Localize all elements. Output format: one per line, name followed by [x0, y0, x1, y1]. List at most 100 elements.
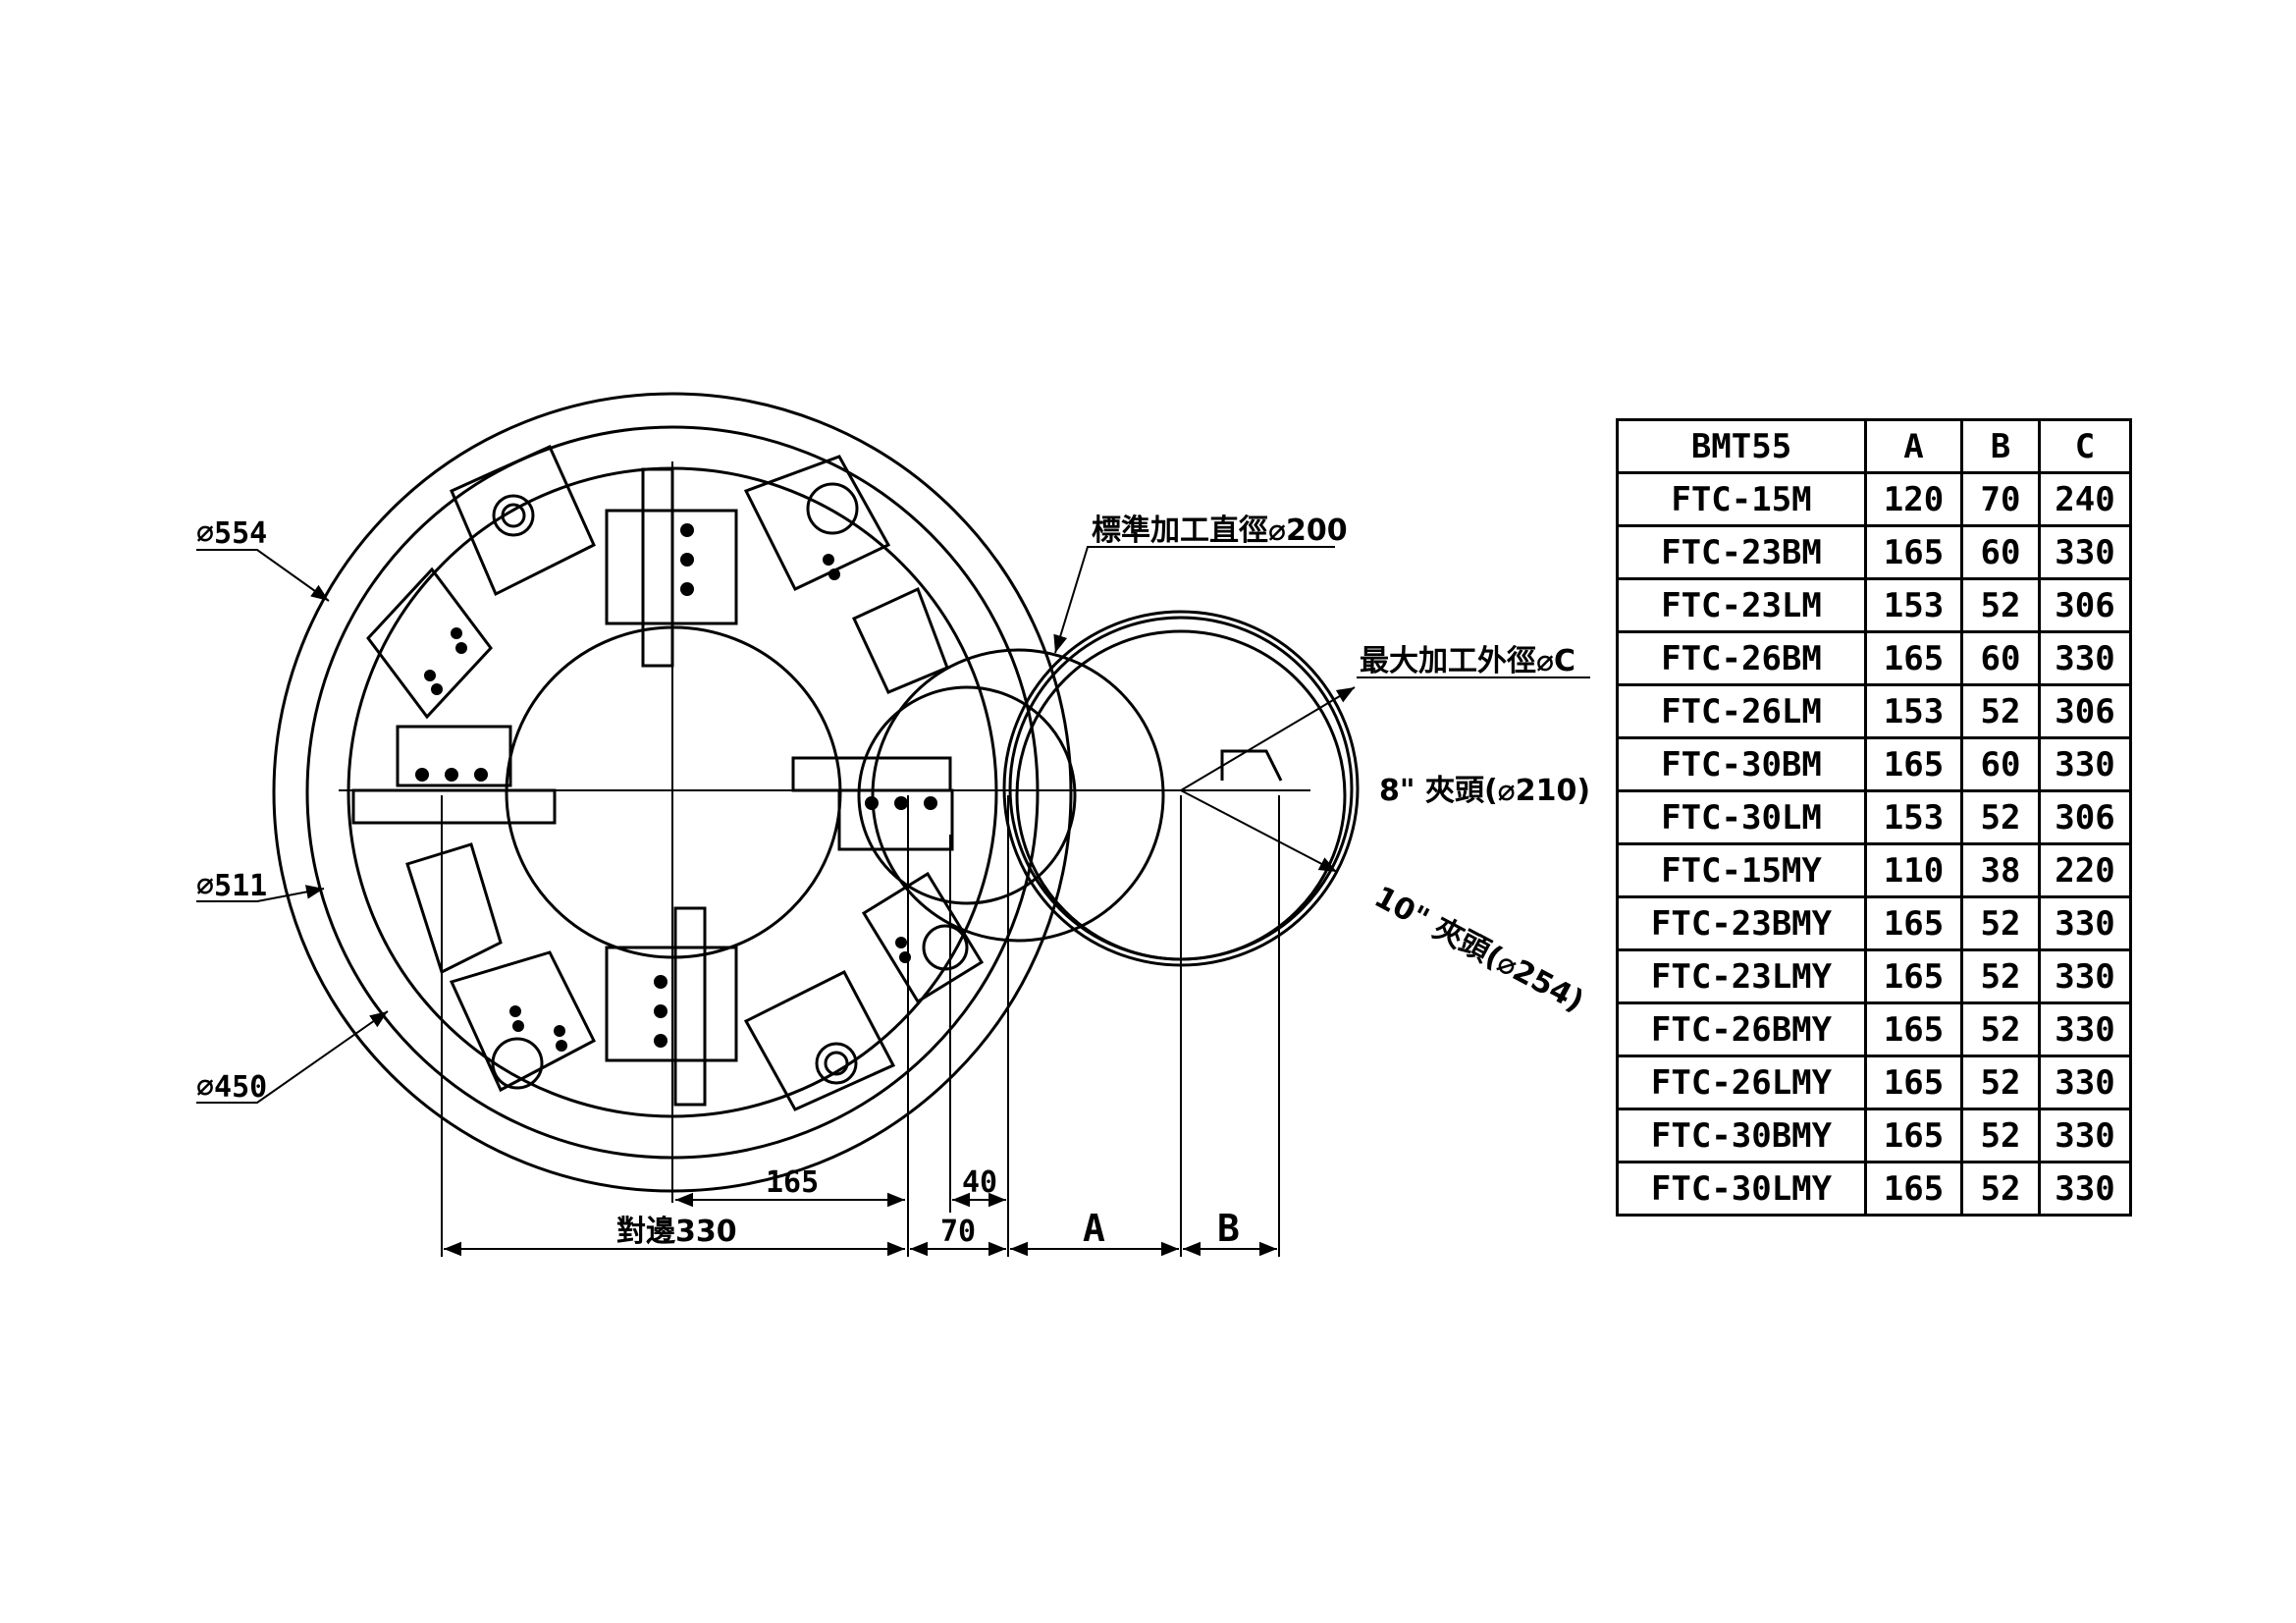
- table-cell: 52: [1960, 1108, 2041, 1163]
- table-cell: 52: [1960, 683, 2041, 739]
- leader-dia-511: [196, 885, 325, 902]
- table-cell: FTC-15MY: [1616, 842, 1867, 898]
- table-cell: FTC-23BMY: [1616, 895, 1867, 951]
- table-cell: 60: [1960, 524, 2041, 580]
- bolt: [512, 1020, 524, 1032]
- bolt: [828, 568, 840, 580]
- table-cell: 220: [2038, 842, 2132, 898]
- leader-dia-450: [196, 1010, 389, 1104]
- table-cell: 60: [1960, 736, 2041, 792]
- table-cell: 165: [1864, 1055, 1963, 1110]
- table-cell: 60: [1960, 630, 2041, 686]
- table-cell: 306: [2038, 577, 2132, 633]
- bolt-circle: [815, 1042, 858, 1085]
- table-cell: 52: [1960, 577, 2041, 633]
- label-dim-165: 165: [766, 1165, 819, 1200]
- table-cell: 306: [2038, 683, 2132, 739]
- table-header-cell: B: [1960, 418, 2041, 474]
- bolt: [445, 768, 458, 782]
- table-cell: FTC-26BMY: [1616, 1001, 1867, 1057]
- bolt: [924, 796, 937, 810]
- table-cell: 52: [1960, 895, 2041, 951]
- table-cell: 330: [2038, 1161, 2132, 1217]
- label-chuck-8in: 8" 夾頭(⌀210): [1379, 774, 1590, 808]
- holder-lower-right: [743, 970, 896, 1111]
- radius-line-lower: [1180, 789, 1338, 873]
- tool-bar-left: [351, 788, 557, 825]
- label-dia-450: ⌀450: [196, 1070, 267, 1105]
- table-cell: 330: [2038, 524, 2132, 580]
- bolt-circle: [824, 1051, 849, 1076]
- bolt-circle: [492, 494, 535, 537]
- label-dia-511: ⌀511: [196, 869, 267, 903]
- table-cell: FTC-30BM: [1616, 736, 1867, 792]
- table-cell: 330: [2038, 1055, 2132, 1110]
- table-cell: 165: [1864, 1001, 1963, 1057]
- table-cell: FTC-15M: [1616, 471, 1867, 527]
- table-cell: 52: [1960, 1055, 2041, 1110]
- label-chuck-10in: 10" 夾頭(⌀254): [1368, 880, 1589, 1019]
- hole-circle: [806, 482, 859, 535]
- bolt: [823, 554, 834, 566]
- radius-line-upper: [1180, 686, 1356, 791]
- label-dim-A: A: [1083, 1207, 1105, 1250]
- hole-circle: [922, 924, 969, 971]
- table-cell: 165: [1864, 948, 1963, 1004]
- bolt: [455, 642, 467, 654]
- table-cell: FTC-26LM: [1616, 683, 1867, 739]
- bolt: [894, 796, 908, 810]
- bolt: [680, 582, 694, 596]
- bolt: [474, 768, 488, 782]
- table-cell: FTC-26LMY: [1616, 1055, 1867, 1110]
- label-dim-70: 70: [940, 1215, 976, 1249]
- tool-bar-top: [641, 467, 674, 668]
- bolt: [431, 683, 443, 695]
- bolt: [554, 1025, 565, 1037]
- bolt: [509, 1005, 521, 1017]
- table-cell: 153: [1864, 683, 1963, 739]
- table-cell: 52: [1960, 948, 2041, 1004]
- bolt: [556, 1040, 567, 1052]
- holder-left: [396, 725, 512, 787]
- leader-dia-554: [196, 549, 330, 602]
- bolt: [680, 553, 694, 567]
- bolt: [899, 951, 911, 963]
- table-cell: 52: [1960, 789, 2041, 845]
- table-cell: 165: [1864, 895, 1963, 951]
- table-cell: FTC-23LM: [1616, 577, 1867, 633]
- bolt: [451, 627, 462, 639]
- small-work-circle: [857, 685, 1077, 905]
- table-cell: 165: [1864, 524, 1963, 580]
- std-machining-circle: [871, 648, 1165, 943]
- table-cell: 165: [1864, 736, 1963, 792]
- label-dim-B: B: [1217, 1207, 1240, 1250]
- leader-std-dia: [1053, 546, 1335, 654]
- table-cell: FTC-23LMY: [1616, 948, 1867, 1004]
- table-cell: 330: [2038, 948, 2132, 1004]
- table-cell: FTC-30BMY: [1616, 1108, 1867, 1163]
- label-max-dia: 最大加工外徑⌀C: [1360, 644, 1575, 678]
- holder-lower-left: [449, 950, 596, 1093]
- table-header-cell: A: [1864, 418, 1963, 474]
- label-dia-554: ⌀554: [196, 516, 267, 551]
- table-cell: 52: [1960, 1001, 2041, 1057]
- label-std-dia: 標準加工直徑⌀200: [1092, 514, 1348, 548]
- table-cell: 330: [2038, 1108, 2132, 1163]
- holder-upper-left: [450, 445, 596, 597]
- table-cell: 153: [1864, 577, 1963, 633]
- bolt-circle: [501, 503, 526, 528]
